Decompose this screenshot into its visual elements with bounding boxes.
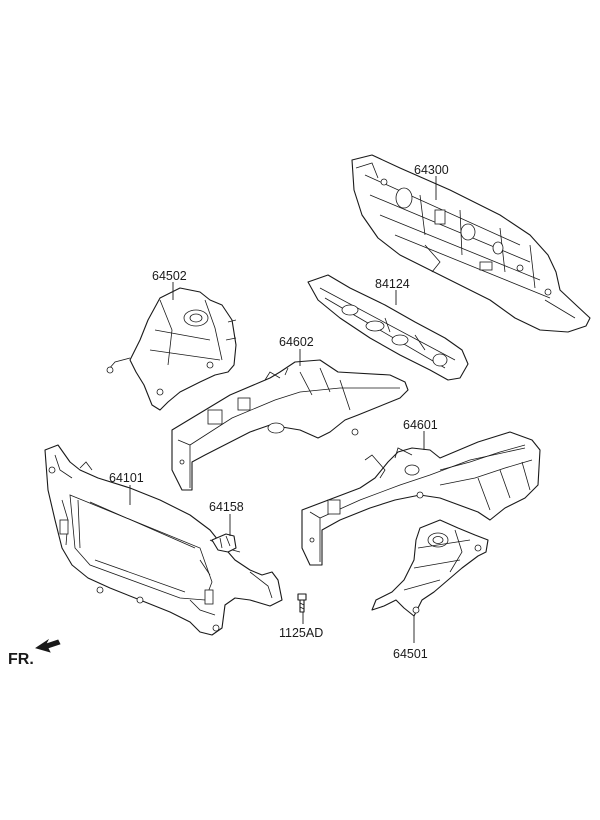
arrow-icon: [35, 638, 61, 653]
label-64158: 64158: [209, 500, 244, 514]
side-member-64601[interactable]: [301, 431, 541, 566]
dash-panel-64300[interactable]: [351, 154, 591, 333]
cowl-panel-84124[interactable]: [307, 274, 469, 381]
apron-64502[interactable]: [106, 287, 237, 411]
label-64501: 64501: [393, 647, 428, 661]
side-member-64602[interactable]: [171, 359, 409, 491]
label-64601: 64601: [403, 418, 438, 432]
bolt-1125AD[interactable]: [297, 593, 307, 613]
label-64300: 64300: [414, 163, 449, 177]
bracket-64158[interactable]: [211, 533, 237, 553]
front-direction-indicator: FR.: [8, 638, 61, 668]
label-1125AD: 1125AD: [279, 626, 323, 640]
label-64502: 64502: [152, 269, 187, 283]
label-64101: 64101: [109, 471, 144, 485]
label-84124: 84124: [375, 277, 410, 291]
apron-64501[interactable]: [371, 519, 489, 617]
label-64602: 64602: [279, 335, 314, 349]
carrier-64101[interactable]: [44, 444, 283, 636]
front-label: FR.: [8, 651, 34, 668]
